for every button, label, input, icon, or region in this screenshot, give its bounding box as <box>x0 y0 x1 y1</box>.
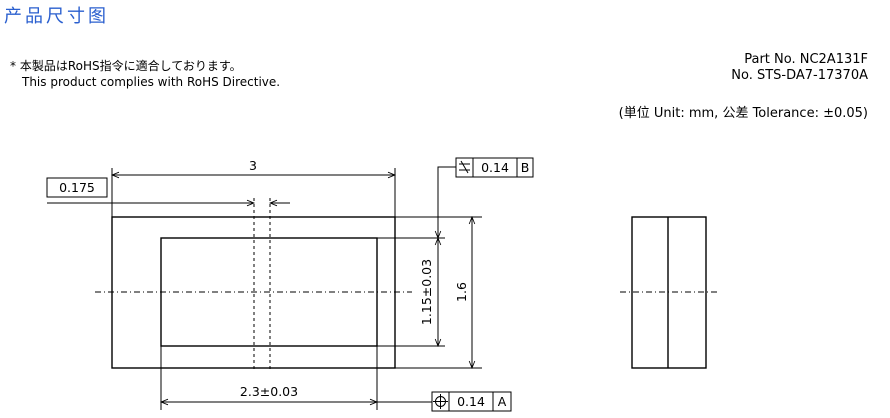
flatness-value: 0.14 <box>481 160 509 175</box>
flatness-symbol-icon <box>459 160 470 174</box>
page-heading: 产品尺寸图 <box>4 6 109 27</box>
dim-inner-height-label: 1.15±0.03 <box>419 259 434 325</box>
units-tolerance-note: (単位 Unit: mm, 公差 Tolerance: ±0.05) <box>618 106 868 121</box>
part-number: Part No. NC2A131F <box>744 52 868 67</box>
dim-offset-label: 0.175 <box>59 180 95 195</box>
flatness-frame <box>455 157 534 178</box>
flatness-datum: B <box>521 160 530 175</box>
position-frame <box>431 391 512 412</box>
rohs-note-english: This product complies with RoHS Directiv… <box>22 75 281 89</box>
dim-length-label: 3 <box>249 158 257 173</box>
rohs-note-japanese: * 本製品はRoHS指令に適合しております。 <box>10 59 242 73</box>
dim-height-label: 1.6 <box>454 282 469 302</box>
rohs-note: * 本製品はRoHS指令に適合しております。 This product comp… <box>10 58 280 90</box>
flatness-leader <box>438 166 456 238</box>
part-info: Part No. NC2A131F No. STS-DA7-17370A <box>731 52 868 84</box>
position-datum: A <box>498 394 507 409</box>
position-value: 0.14 <box>457 394 485 409</box>
dim-inner-width-label: 2.3±0.03 <box>240 384 298 399</box>
document-number: No. STS-DA7-17370A <box>731 68 868 83</box>
position-symbol-icon <box>433 394 448 409</box>
dim-offset-box <box>46 177 108 198</box>
side-view-outline <box>631 216 707 369</box>
